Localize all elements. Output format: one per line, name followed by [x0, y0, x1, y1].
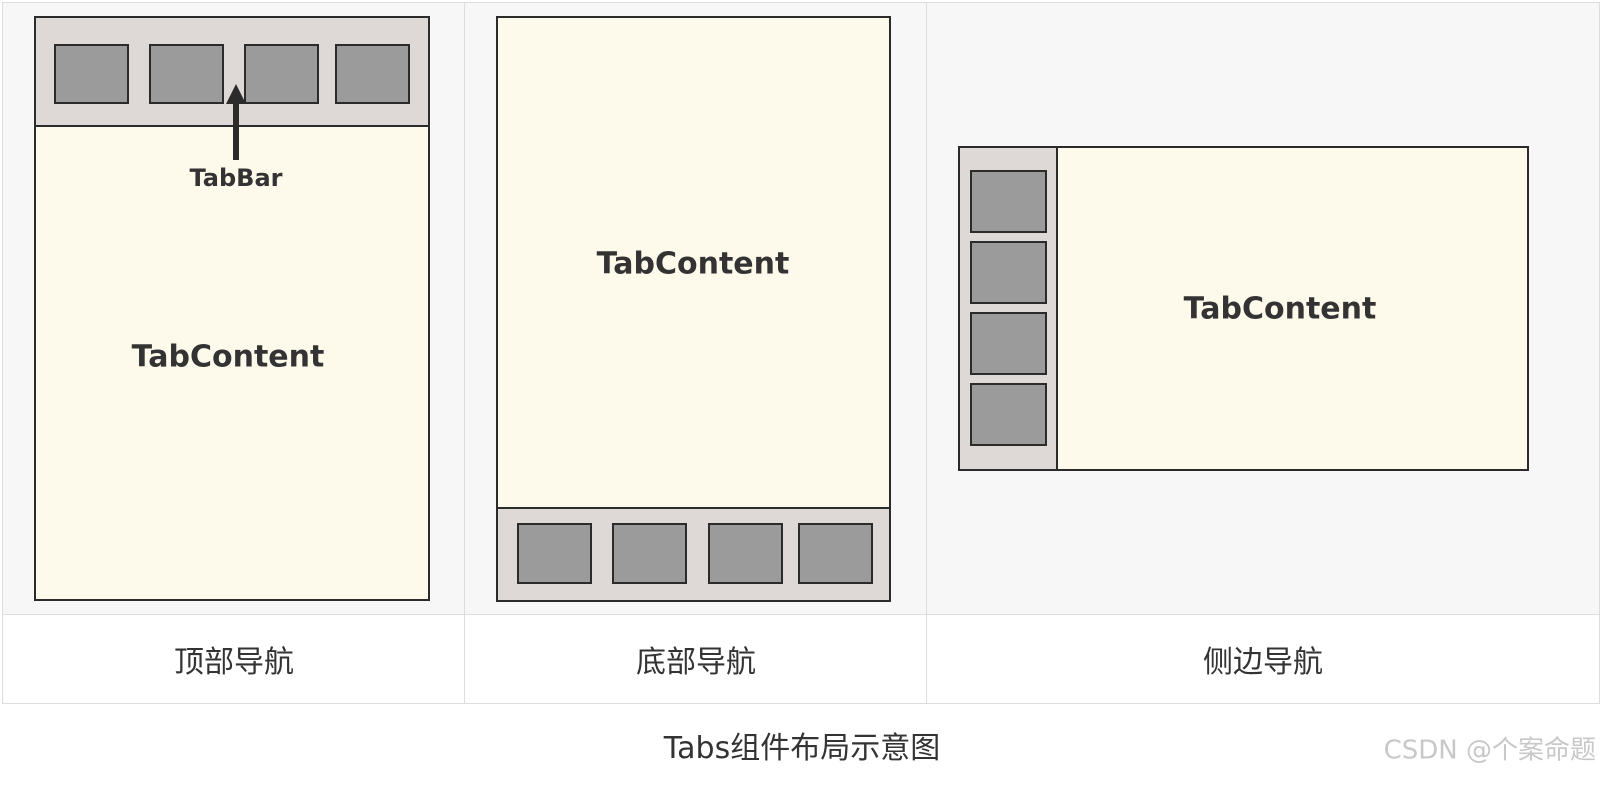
grid-divider [3, 614, 1599, 615]
caption-top-nav: 顶部导航 [3, 615, 465, 703]
tab-item [517, 523, 592, 584]
tab-item [970, 241, 1047, 304]
tab-item [244, 44, 319, 104]
tab-item [970, 312, 1047, 375]
arrow-up-icon [226, 84, 246, 160]
tab-bar-label: TabBar [189, 164, 283, 192]
tab-item [708, 523, 783, 584]
caption-side-nav: 侧边导航 [927, 615, 1599, 703]
tab-item [798, 523, 873, 584]
caption-bottom-nav: 底部导航 [465, 615, 927, 703]
tab-item [335, 44, 410, 104]
tab-item [612, 523, 687, 584]
tab-item [149, 44, 224, 104]
figure-caption: Tabs组件布局示意图 [663, 731, 941, 766]
tab-content-label: TabContent [596, 246, 790, 282]
tab-item [970, 383, 1047, 446]
grid-divider [464, 3, 465, 703]
grid-divider [926, 3, 927, 703]
watermark: CSDN @个案命题 [1383, 735, 1596, 766]
tab-content-label: TabContent [1183, 291, 1377, 327]
tab-item [54, 44, 129, 104]
tab-content-panel [496, 16, 891, 602]
tab-content-label: TabContent [131, 339, 325, 375]
tab-item [970, 170, 1047, 233]
